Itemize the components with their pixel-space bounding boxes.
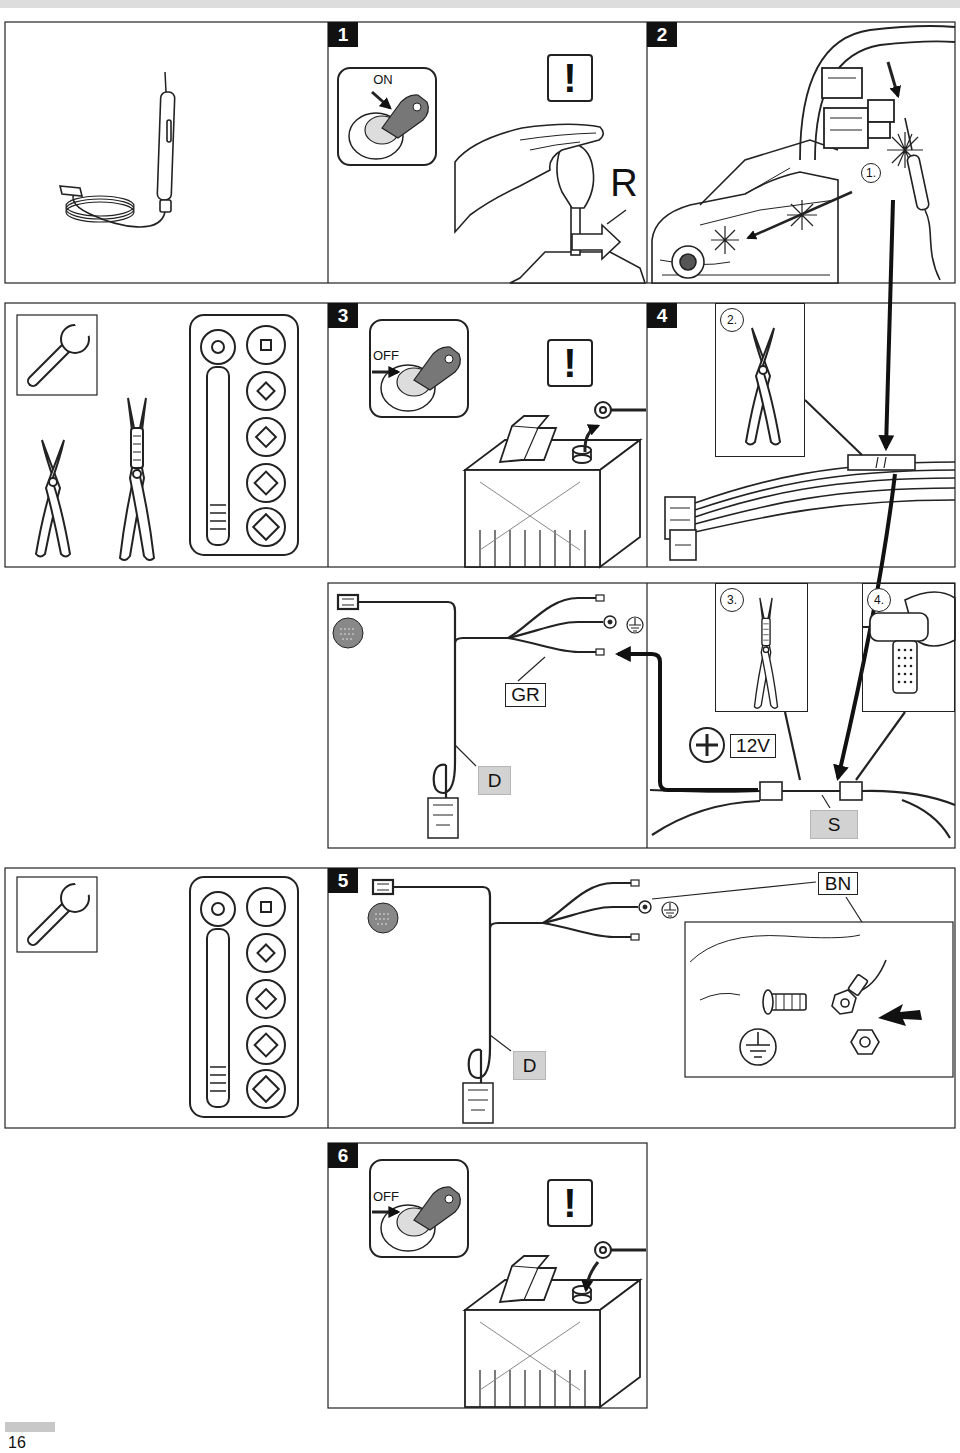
part-label-box: D [478,766,511,795]
page-number: 16 [8,1435,26,1451]
switch-position: OFF [373,1190,399,1203]
step-panel: 6 [328,1143,647,1408]
sub-step-number: 2. [720,308,744,332]
step-number: 2 [647,22,677,47]
sub-step-number: 1. [861,163,881,183]
step-number: 4 [647,303,677,328]
step-panel: 3 [328,303,647,567]
step-number: 6 [328,1143,358,1168]
part-label-box: GR [505,683,546,707]
sub-step-number: 4. [867,588,891,612]
part-label-box: BN [818,872,858,895]
step-panel: 1 [328,22,647,283]
step-panel: 2 [647,22,955,283]
switch-position: OFF [373,349,399,362]
tool-inset: 2. [715,303,805,457]
sub-step-number: 3. [720,588,744,612]
step-panel: 5D BN [328,868,955,1128]
part-label-box: S [810,810,858,839]
tool-inset: 3. [715,583,808,712]
step-number: 3 [328,303,358,328]
part-label: D [523,1055,537,1077]
part-label: S [828,814,841,836]
warning-mark: ! [563,1183,576,1223]
switch-position: ON [373,73,393,86]
part-label: BN [825,873,851,895]
step-number: 1 [328,22,358,47]
warning-mark: ! [563,343,576,383]
part-label: GR [511,684,540,706]
part-label-box: D [513,1051,546,1080]
step-panel: 4 2. 3. 4. 12V S [647,303,955,848]
part-label: D [488,770,502,792]
step-number: 5 [328,868,358,893]
tool-inset: 4. [862,583,955,712]
part-label-box: 12V [730,734,776,758]
warning-mark: ! [563,58,576,98]
part-label: 12V [736,735,770,757]
gear-position: R [610,164,637,202]
